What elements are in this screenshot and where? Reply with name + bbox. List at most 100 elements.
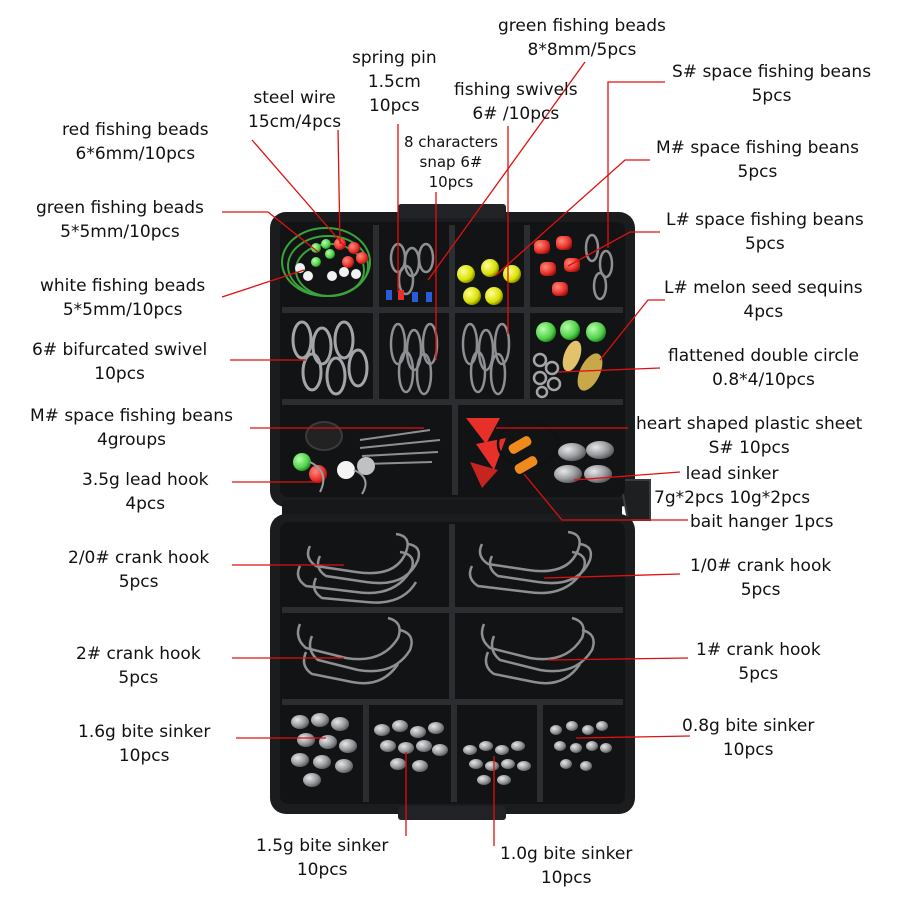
- label-line1: fishing swivels: [454, 80, 578, 100]
- spring-pins: [386, 290, 432, 302]
- upper-box-dividers: [282, 225, 623, 495]
- label-line1: L# space fishing beans: [666, 210, 864, 230]
- label-line2: 6*6mm/10pcs: [75, 144, 196, 164]
- label-line1: steel wire: [253, 88, 336, 108]
- label-m-space-fishing-beans-groups: M# space fishing beans 4groups: [30, 404, 233, 452]
- label-line2: 5pcs: [744, 234, 785, 254]
- flattened-double-circles: [532, 352, 562, 399]
- bite-sinkers-1-0g: [463, 741, 531, 785]
- label-line2: 10pcs: [540, 868, 592, 888]
- label-line1: white fishing beads: [40, 276, 206, 296]
- label-line2: 5pcs: [751, 86, 792, 106]
- label-line1: M# space fishing beans: [30, 406, 233, 426]
- bite-sinkers-1-5g: [374, 720, 448, 772]
- label-line1: green fishing beads: [36, 198, 204, 218]
- label-line1: 0.8g bite sinker: [682, 716, 815, 736]
- label-line1: M# space fishing beans: [656, 138, 859, 158]
- label-line1: 8 characters: [404, 133, 498, 151]
- label-line1: 6# bifurcated swivel: [32, 340, 208, 360]
- label-line3: 10pcs: [368, 96, 420, 116]
- swivels-hanging: [584, 233, 614, 301]
- label-m-space-fishing-beans: M# space fishing beans 5pcs: [656, 136, 859, 184]
- label-fishing-swivels: fishing swivels 6# /10pcs: [454, 78, 578, 126]
- label-line2: 4pcs: [743, 302, 784, 322]
- label-line2: 10pcs: [296, 860, 348, 880]
- snap-swivels-6: [389, 322, 439, 396]
- red-fishing-beads: [334, 238, 368, 268]
- label-lead-sinker: lead sinker 7g*2pcs 10g*2pcs: [654, 462, 810, 510]
- label-melon-seed-sequins: L# melon seed sequins 4pcs: [664, 276, 863, 324]
- label-line1: lead sinker: [685, 464, 779, 484]
- bite-sinkers-0-8g: [550, 721, 612, 771]
- label-snap-6: 8 characters snap 6# 10pcs: [404, 132, 498, 192]
- label-line2: 5*5mm/10pcs: [60, 222, 180, 242]
- label-line2: snap 6#: [419, 153, 483, 171]
- lead-hooks: [293, 453, 375, 495]
- label-line1: L# melon seed sequins: [664, 278, 863, 298]
- label-line1: 1/0# crank hook: [690, 556, 832, 576]
- label-bite-sinker-1-5g: 1.5g bite sinker 10pcs: [256, 834, 388, 882]
- crank-hooks-1-0: [468, 530, 593, 595]
- lower-box-latch: [398, 806, 506, 820]
- label-heart-shaped-plastic-sheet: heart shaped plastic sheet S# 10pcs: [636, 412, 862, 460]
- label-crank-hook-1-0: 1/0# crank hook 5pcs: [690, 554, 831, 602]
- label-line2: 6# /10pcs: [472, 104, 560, 124]
- label-line1: 1.6g bite sinker: [78, 722, 211, 742]
- label-line1: 2/0# crank hook: [68, 548, 210, 568]
- label-line2: 15cm/4pcs: [248, 112, 342, 132]
- label-line2: 4pcs: [125, 494, 166, 514]
- label-line1: 1.0g bite sinker: [500, 844, 633, 864]
- label-bite-sinker-0-8g: 0.8g bite sinker 10pcs: [682, 714, 814, 762]
- label-line1: 1.5g bite sinker: [256, 836, 389, 856]
- label-bifurcated-swivel: 6# bifurcated swivel 10pcs: [32, 338, 207, 386]
- label-line1: green fishing beads: [498, 16, 666, 36]
- label-crank-hook-1: 1# crank hook 5pcs: [696, 638, 821, 686]
- label-line1: 3.5g lead hook: [82, 470, 209, 490]
- label-line2: 0.8*4/10pcs: [712, 370, 815, 390]
- label-line2: 10pcs: [118, 746, 170, 766]
- m-space-beans-groups: [305, 421, 441, 465]
- label-line2: 5*5mm/10pcs: [62, 300, 183, 320]
- lead-sinkers: [554, 441, 614, 483]
- lower-box: [270, 514, 635, 820]
- label-green-fishing-beads-8mm: green fishing beads 8*8mm/5pcs: [498, 14, 666, 62]
- upper-box-latch: [398, 204, 506, 218]
- upper-box: [270, 204, 651, 521]
- label-line1: 2# crank hook: [76, 644, 201, 664]
- label-bait-hanger: bait hanger 1pcs: [690, 510, 833, 534]
- label-line2: 1.5cm: [367, 72, 421, 92]
- label-line2: 10pcs: [722, 740, 774, 760]
- label-line2: 8*8mm/5pcs: [527, 40, 637, 60]
- crank-hooks-2: [296, 616, 413, 685]
- leader-lines: [221, 61, 691, 846]
- label-line2: 5pcs: [737, 162, 778, 182]
- crank-hooks-2-0: [296, 532, 421, 604]
- label-white-fishing-beads: white fishing beads 5*5mm/10pcs: [40, 274, 205, 322]
- label-crank-hook-2: 2# crank hook 5pcs: [76, 642, 201, 690]
- label-line1: flattened double circle: [668, 346, 859, 366]
- label-line1: 1# crank hook: [696, 640, 821, 660]
- label-line3: 10pcs: [428, 173, 474, 191]
- crank-hooks-1: [480, 616, 595, 685]
- box-hinge: [282, 500, 622, 516]
- label-line2: 5pcs: [118, 668, 159, 688]
- label-line2: 4groups: [96, 430, 166, 450]
- label-red-fishing-beads: red fishing beads 6*6mm/10pcs: [62, 118, 209, 166]
- label-s-space-fishing-beans: S# space fishing beans 5pcs: [672, 60, 871, 108]
- label-line1: red fishing beads: [62, 120, 209, 140]
- label-steel-wire: steel wire 15cm/4pcs: [248, 86, 341, 134]
- label-lead-hook: 3.5g lead hook 4pcs: [82, 468, 208, 516]
- melon-seed-sequins: [536, 320, 606, 391]
- label-crank-hook-2-0: 2/0# crank hook 5pcs: [68, 546, 209, 594]
- label-line2: 7g*2pcs 10g*2pcs: [654, 488, 811, 508]
- label-line2: 5pcs: [738, 664, 779, 684]
- label-line1: S# space fishing beans: [672, 62, 872, 82]
- label-line2: 10pcs: [94, 364, 145, 384]
- label-line1: heart shaped plastic sheet: [636, 414, 863, 434]
- fishing-swivels-6: [461, 322, 511, 396]
- label-l-space-fishing-beans: L# space fishing beans 5pcs: [666, 208, 864, 256]
- label-flattened-double-circle: flattened double circle 0.8*4/10pcs: [668, 344, 859, 392]
- label-bite-sinker-1-0g: 1.0g bite sinker 10pcs: [500, 842, 632, 890]
- bifurcated-swivels: [291, 320, 369, 396]
